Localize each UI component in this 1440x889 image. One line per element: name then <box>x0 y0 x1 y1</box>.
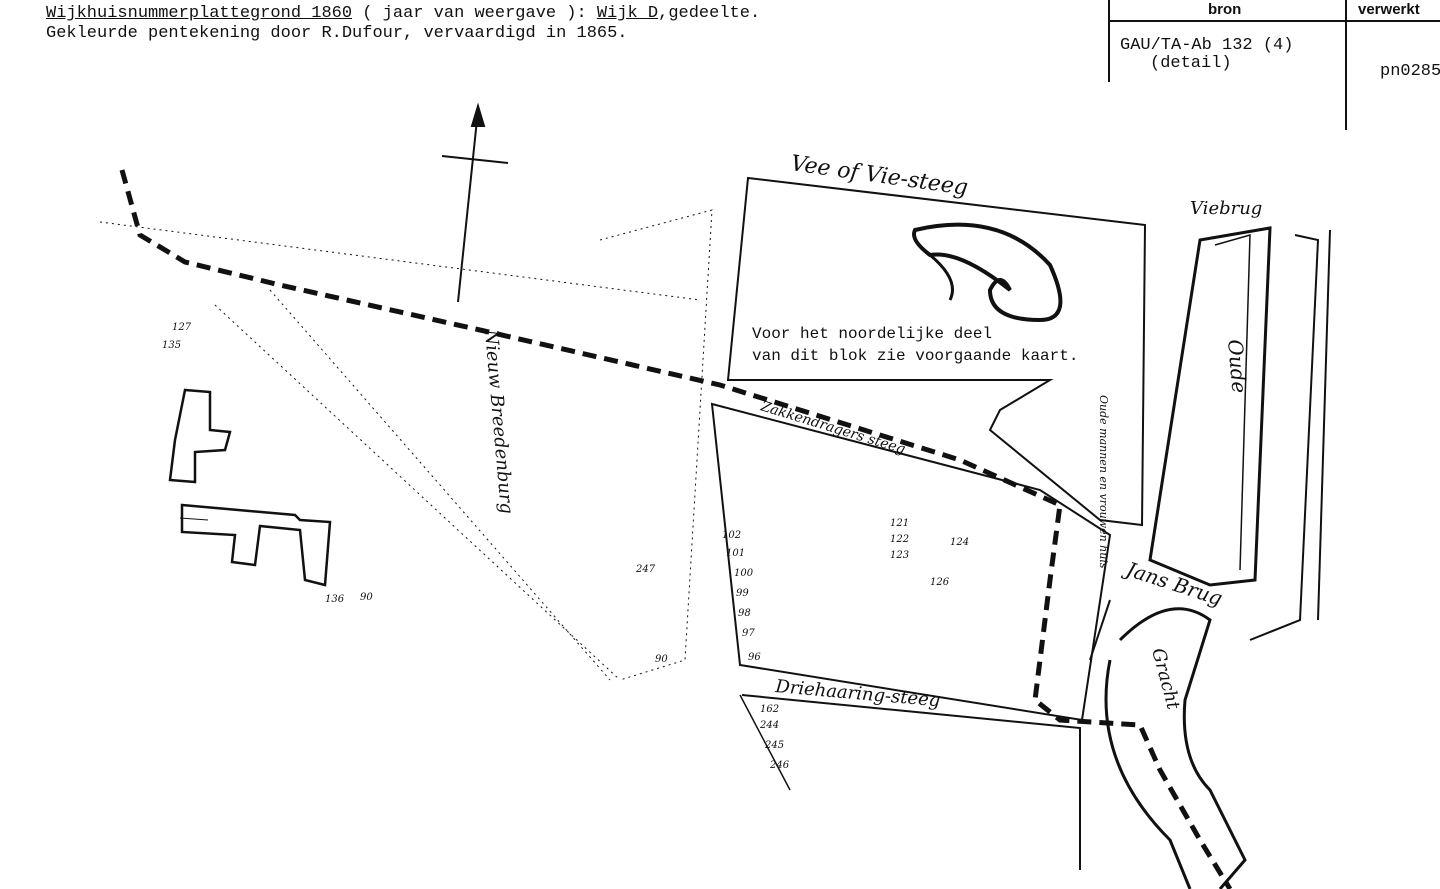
map-subtitle: Gekleurde pentekening door R.Dufour, ver… <box>46 24 628 43</box>
house-number: 121 <box>890 518 909 529</box>
house-number: 136 <box>325 594 345 605</box>
district-boundary <box>119 169 1233 889</box>
label-gracht: Gracht <box>1147 646 1184 713</box>
house-number: 245 <box>764 740 784 751</box>
label-jans-brug: Jans Brug <box>1120 556 1226 611</box>
left-buildings <box>168 388 332 587</box>
canal-south <box>1104 607 1247 889</box>
label-oude: Oude <box>1223 338 1252 394</box>
house-number: 124 <box>950 537 969 548</box>
block-south <box>710 402 1112 722</box>
house-number: 244 <box>759 720 779 731</box>
label-zakkendragers: Zakkendragers steeg <box>758 398 907 458</box>
col-verwerkt: verwerkt <box>1358 1 1420 18</box>
district-name: Wijk D <box>596 4 659 23</box>
spiral-ornament <box>912 222 1063 323</box>
house-number: 96 <box>748 652 761 663</box>
map-title: Wijkhuisnummerplattegrond 1860 <box>46 4 353 23</box>
note-line-1: Voor het noordelijke deel <box>752 325 993 343</box>
house-number: 90 <box>655 654 668 665</box>
house-number: 97 <box>742 628 755 639</box>
house-number: 162 <box>760 704 779 715</box>
note-line-2: van dit blok zie voorgaande kaart. <box>752 347 1079 365</box>
north-arrow-icon <box>441 102 509 303</box>
district-rest: ,gedeelte. <box>658 4 761 23</box>
label-oude-mannen: Oude mannen en vrouwen huis <box>1097 395 1110 569</box>
label-viebrug: Viebrug <box>1190 198 1262 219</box>
verwerkt-value: pn0285 <box>1380 62 1440 81</box>
house-number: 90 <box>360 592 373 603</box>
house-number: 246 <box>769 760 790 771</box>
house-number: 101 <box>726 548 745 559</box>
map-note: Voor het noordelijke deel van dit blok z… <box>752 323 1078 367</box>
bron-detail: (detail) <box>1150 54 1232 73</box>
source-table: bron verwerkt GAU/TA-Ab 132 (4) (detail)… <box>1108 0 1440 130</box>
house-number: 123 <box>890 550 909 561</box>
map-header: Wijkhuisnummerplattegrond 1860 ( jaar va… <box>46 4 760 44</box>
house-number: 99 <box>736 588 749 599</box>
house-number: 102 <box>722 530 741 541</box>
house-number: 122 <box>890 534 909 545</box>
house-number: 135 <box>162 340 181 351</box>
bron-value: GAU/TA-Ab 132 (4) <box>1120 36 1294 55</box>
block-north <box>726 176 1147 527</box>
house-number: 126 <box>930 577 950 588</box>
house-number: 127 <box>172 322 192 333</box>
canal-north <box>1148 226 1272 587</box>
label-breedenburg: Nieuw Breedenburg <box>480 328 517 515</box>
house-number: 100 <box>734 568 754 579</box>
map-title-rest: ( jaar van weergave ): <box>352 4 597 23</box>
col-bron: bron <box>1208 1 1242 18</box>
house-number: 247 <box>635 564 656 575</box>
house-number: 98 <box>738 608 751 619</box>
